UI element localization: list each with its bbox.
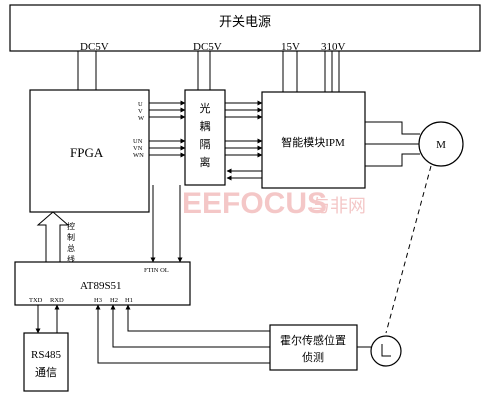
ipm-block: 智能模块IPM bbox=[261, 91, 366, 189]
hall-signal-lines bbox=[95, 304, 270, 364]
rxd-label: RXD bbox=[50, 297, 64, 304]
mcu-block: AT89S51 FTIN OL TXD RXD H3 H2 H1 bbox=[14, 261, 191, 306]
rs485-label: RS485 bbox=[31, 349, 61, 361]
txd-label: TXD bbox=[29, 297, 43, 304]
fault-lines bbox=[150, 185, 183, 263]
hall-sublabel: 侦测 bbox=[302, 351, 324, 364]
fpga-to-opto-arrows bbox=[149, 100, 186, 158]
motor-shaft-dashed bbox=[385, 165, 432, 334]
ipm-to-motor-wires bbox=[365, 121, 420, 167]
signal-w: W bbox=[138, 115, 145, 122]
ipm-15v-label: 15V bbox=[281, 41, 300, 53]
power-supply-label: 开关电源 bbox=[219, 14, 271, 29]
watermark-brand: EEFOCUS bbox=[182, 187, 327, 220]
uart-lines bbox=[35, 304, 60, 334]
motor-label: M bbox=[436, 139, 446, 151]
opto-char-2: 耦 bbox=[200, 120, 211, 133]
fpga-supply-label: DC5V bbox=[80, 41, 109, 53]
control-bus-char-4: 线 bbox=[67, 254, 75, 264]
opto-to-ipm-arrows bbox=[225, 100, 263, 181]
control-bus-char-2: 制 bbox=[67, 232, 75, 242]
h1-label: H1 bbox=[125, 297, 133, 304]
motor: M bbox=[418, 121, 464, 167]
control-bus-char-3: 总 bbox=[67, 243, 75, 253]
fpga-label: FPGA bbox=[70, 145, 104, 160]
control-bus-char-1: 控 bbox=[67, 221, 75, 231]
hall-encoder bbox=[370, 335, 402, 367]
fpga-signal-labels: U V W UN VN WN bbox=[133, 101, 145, 159]
optocoupler-block: 光 耦 隔 离 bbox=[184, 89, 226, 186]
ftin-ol-label: FTIN OL bbox=[144, 267, 169, 274]
power-wires bbox=[77, 51, 340, 92]
ipm-label: 智能模块IPM bbox=[281, 135, 345, 149]
h3-label: H3 bbox=[94, 297, 102, 304]
fpga-block: FPGA bbox=[29, 89, 150, 213]
signal-v: V bbox=[138, 108, 143, 115]
ipm-310v-label: 310V bbox=[321, 41, 346, 53]
watermark-cn: 与非网 bbox=[312, 196, 366, 216]
opto-char-3: 隔 bbox=[200, 138, 211, 151]
power-supply-block: 开关电源 bbox=[9, 4, 481, 52]
opto-char-1: 光 bbox=[200, 101, 211, 115]
mcu-label: AT89S51 bbox=[80, 280, 122, 292]
rs485-block: RS485 通信 bbox=[23, 332, 69, 392]
opto-char-4: 离 bbox=[200, 155, 211, 169]
signal-un: UN bbox=[133, 138, 143, 145]
signal-wn: WN bbox=[133, 152, 144, 159]
control-bus-arrow: 控 制 总 线 bbox=[36, 211, 75, 264]
signal-vn: VN bbox=[133, 145, 143, 152]
signal-u: U bbox=[138, 101, 143, 108]
opto-supply-label: DC5V bbox=[193, 41, 222, 53]
hall-label: 霍尔传感位置 bbox=[280, 333, 346, 347]
hall-sensor-block: 霍尔传感位置 侦测 bbox=[269, 324, 358, 371]
watermark: EEFOCUS 与非网 bbox=[126, 187, 366, 220]
rs485-sublabel: 通信 bbox=[35, 366, 57, 379]
h2-label: H2 bbox=[110, 297, 118, 304]
